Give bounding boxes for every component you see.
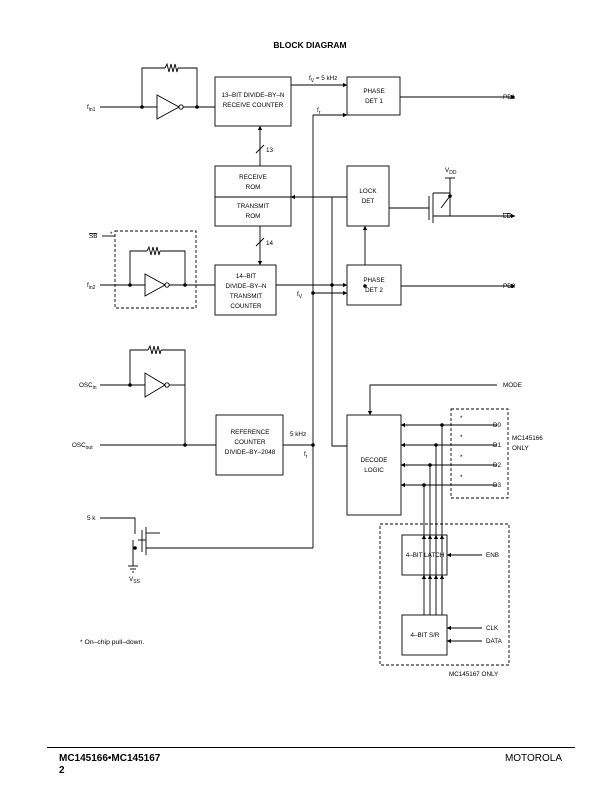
osc-in-label: OSCin: [79, 382, 97, 391]
pulldown-asterisk-d1: *: [460, 434, 463, 441]
d0-label: D0: [493, 422, 502, 429]
reference-counter-label-3: DIVIDE–BY–2048: [225, 449, 276, 456]
receive-counter-label-2: RECEIVE COUNTER: [223, 102, 284, 109]
bus-13-label: 13: [266, 147, 274, 154]
reference-counter-label-2: COUNTER: [234, 439, 266, 446]
pulldown-asterisk-d0: *: [460, 415, 463, 422]
five-k-label: 5 k: [87, 515, 96, 522]
amplifier-1-icon: [156, 94, 180, 120]
footer-part-number: MC145166•MC145167: [59, 753, 161, 764]
lock-det-block: [346, 165, 390, 227]
d1-label: D1: [493, 442, 502, 449]
pd2-label: PD2: [503, 283, 516, 290]
fv-label-2: fV: [297, 291, 303, 300]
mc145166-pulldown-box: [450, 408, 509, 499]
bus-14-label: 14: [266, 240, 274, 247]
d2-label: D2: [493, 462, 502, 469]
phase-det-2-block: [346, 264, 402, 306]
phase-det-2-label-2: DET 2: [365, 287, 383, 294]
decode-logic-block: [346, 414, 402, 516]
sb-label: SB: [89, 233, 97, 240]
five-khz-label: 5 kHz: [290, 431, 306, 438]
resistor-1-icon: [164, 62, 179, 73]
shift-register-label: 4–BIT S/R: [411, 632, 440, 639]
enb-label: ENB: [486, 552, 499, 559]
receive-counter-block: [214, 76, 292, 127]
shift-register-block: [401, 614, 448, 656]
osc-out-label: OSCout: [72, 442, 93, 451]
footer-page-number: 2: [59, 765, 65, 776]
transmit-rom-label-1: TRANSMIT: [237, 203, 269, 210]
pulldown-asterisk-d2: *: [460, 454, 463, 461]
resistor-3-icon: [147, 344, 162, 355]
pulldown-note: * On–chip pull–down.: [80, 639, 144, 646]
pulldown-asterisk-sb: *: [110, 231, 113, 238]
transmit-counter-label-2: DIVIDE–BY–N: [226, 283, 267, 290]
mc145167-only-label: MC145167 ONLY: [449, 671, 499, 678]
fr-label-1: fr: [317, 107, 321, 116]
transmit-counter-block: [214, 264, 277, 316]
resistor-2-icon: [146, 245, 161, 256]
clk-label: CLK: [486, 625, 499, 632]
data-label: DATA: [486, 638, 503, 645]
mode-line: [367, 384, 497, 416]
decode-logic-label-2: LOGIC: [364, 467, 384, 474]
mc145166-only-label-1: MC145166: [512, 435, 543, 442]
oscillator-amplifier-icon: [144, 372, 166, 398]
fin1-label: fin1: [87, 104, 96, 113]
phase-det-1-label-1: PHASE: [363, 88, 384, 95]
standby-box: [114, 230, 197, 309]
pd1-label: PD1: [503, 94, 516, 101]
transmit-rom-label-2: ROM: [246, 213, 261, 220]
vdd-label: VDD: [445, 167, 457, 176]
mc145166-only-label-2: ONLY: [512, 445, 529, 452]
ld-label: LD: [503, 213, 512, 220]
phase-det-1-block: [346, 76, 401, 116]
transmit-counter-label-4: COUNTER: [230, 303, 262, 310]
d3-label: D3: [493, 482, 502, 489]
lock-det-label-1: LOCK: [359, 188, 377, 195]
decode-logic-label-1: DECODE: [361, 457, 388, 464]
phase-det-1-label-2: DET 1: [365, 98, 383, 105]
fin2-label: fin2: [87, 282, 96, 291]
junction-dots: [128, 105, 452, 550]
fv-frequency-label: fV = 5 kHz: [309, 75, 337, 84]
pulldown-asterisk-d3: *: [460, 474, 463, 481]
receive-counter-label-1: 13–BIT DIVIDE–BY–N: [222, 92, 285, 99]
amplifier-2-icon: [144, 273, 166, 297]
phase-det-2-label-1: PHASE: [363, 277, 384, 284]
footer-brand: MOTOROLA: [504, 753, 562, 764]
vss-label: VSS: [129, 576, 141, 585]
latch-label: 4–BIT LATCH: [406, 552, 445, 559]
receive-rom-label-2: ROM: [246, 184, 261, 191]
transmit-counter-label-3: TRANSMIT: [230, 293, 262, 300]
diagram-title: BLOCK DIAGRAM: [273, 40, 346, 50]
transmit-counter-label-1: 14–BIT: [236, 273, 256, 280]
lock-det-label-2: DET: [362, 198, 375, 205]
reference-counter-label-1: REFERENCE: [231, 429, 270, 436]
mode-label: MODE: [503, 382, 522, 389]
fr-label-2: fr: [304, 451, 308, 460]
receive-rom-label-1: RECEIVE: [239, 174, 267, 181]
footer-rule: [47, 747, 575, 748]
